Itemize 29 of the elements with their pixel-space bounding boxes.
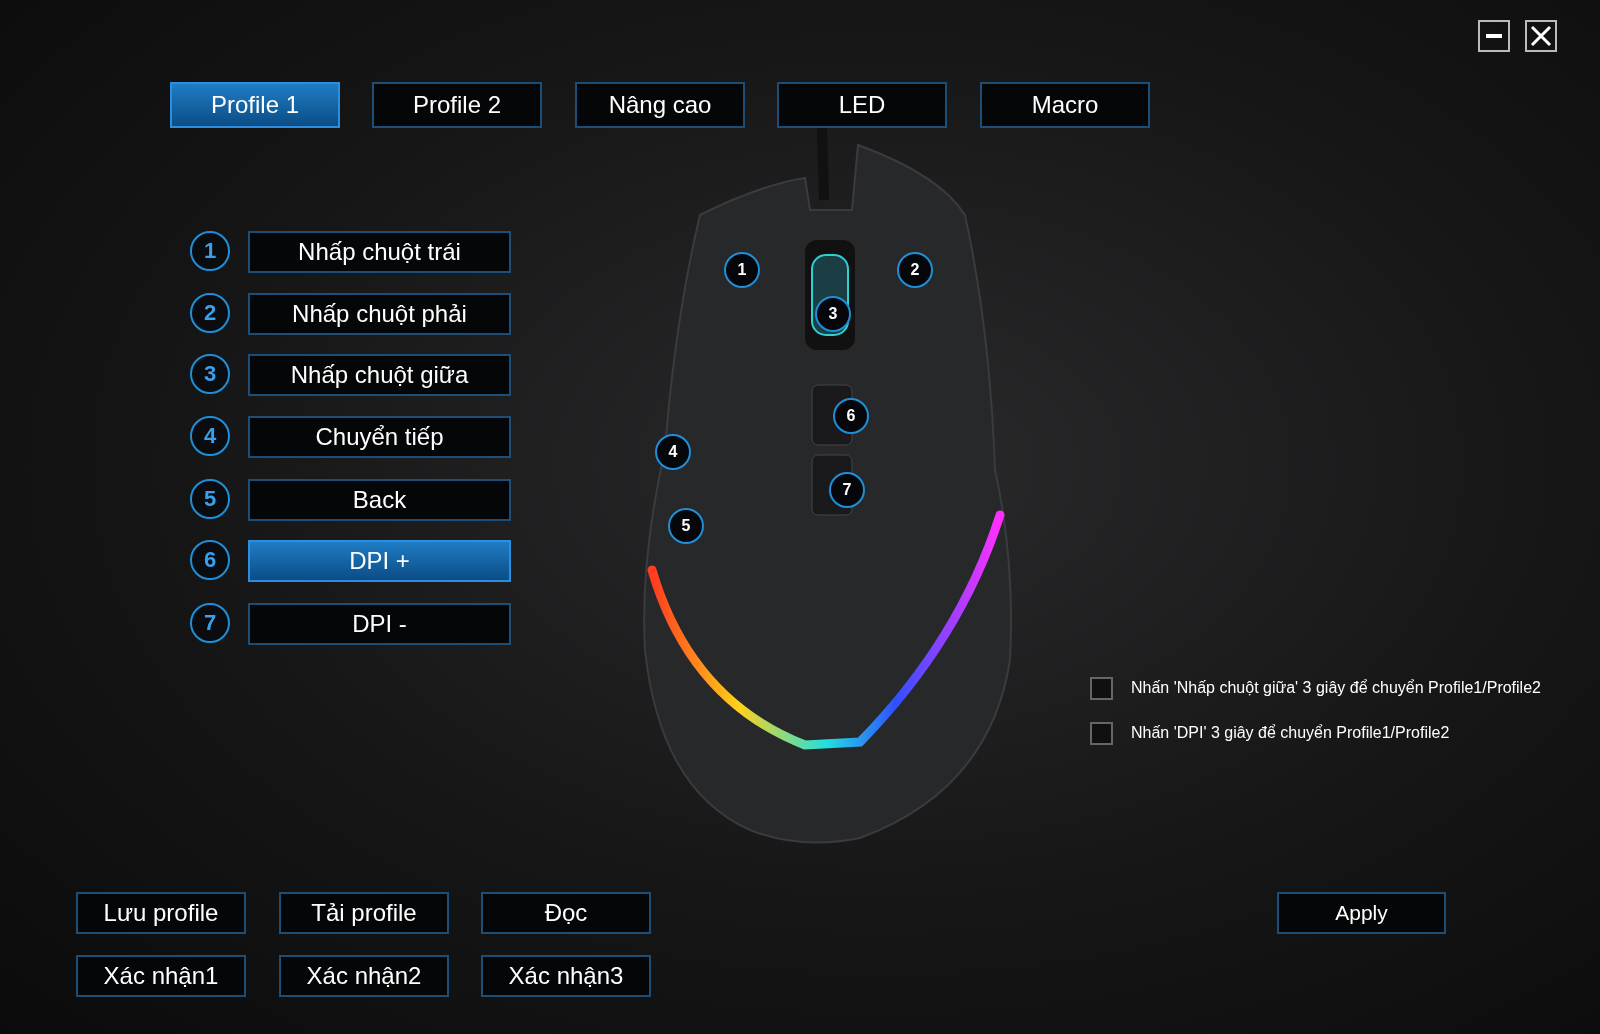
button-number: 6 <box>190 540 230 580</box>
button-number: 7 <box>190 603 230 643</box>
tab: Nâng cao <box>575 82 745 128</box>
tab: Profile 1 <box>170 82 340 128</box>
mapping-button: Chuyển tiếp <box>248 416 511 458</box>
action-button: Xác nhận2 <box>279 955 449 997</box>
mapping-button: Nhấp chuột phải <box>248 293 511 335</box>
callout-number: 4 <box>655 434 691 470</box>
button-number: 2 <box>190 293 230 333</box>
mapping-button: Nhấp chuột trái <box>248 231 511 273</box>
tab: Macro <box>980 82 1150 128</box>
option-label: Nhấn 'DPI' 3 giây để chuyển Profile1/Profile2 <box>1131 723 1451 743</box>
mapping-button: Back <box>248 479 511 521</box>
apply-button: Apply <box>1277 892 1446 934</box>
action-button: Xác nhận3 <box>481 955 651 997</box>
mapping-button: DPI - <box>248 603 511 645</box>
action-button: Tải profile <box>279 892 449 934</box>
action-button: Xác nhận1 <box>76 955 246 997</box>
tab: Profile 2 <box>372 82 542 128</box>
tab: LED <box>777 82 947 128</box>
option-label: Nhấn 'Nhấp chuột giữa' 3 giây để chuyển Profile1/Profile2 <box>1131 678 1542 698</box>
button-number: 5 <box>190 479 230 519</box>
mapping-button: Nhấp chuột giữa <box>248 354 511 396</box>
action-button: Đọc <box>481 892 651 934</box>
action-button: Lưu profile <box>76 892 246 934</box>
button-number: 3 <box>190 354 230 394</box>
button-number: 1 <box>190 231 230 271</box>
mapping-button: DPI + <box>248 540 511 582</box>
button-number: 4 <box>190 416 230 456</box>
